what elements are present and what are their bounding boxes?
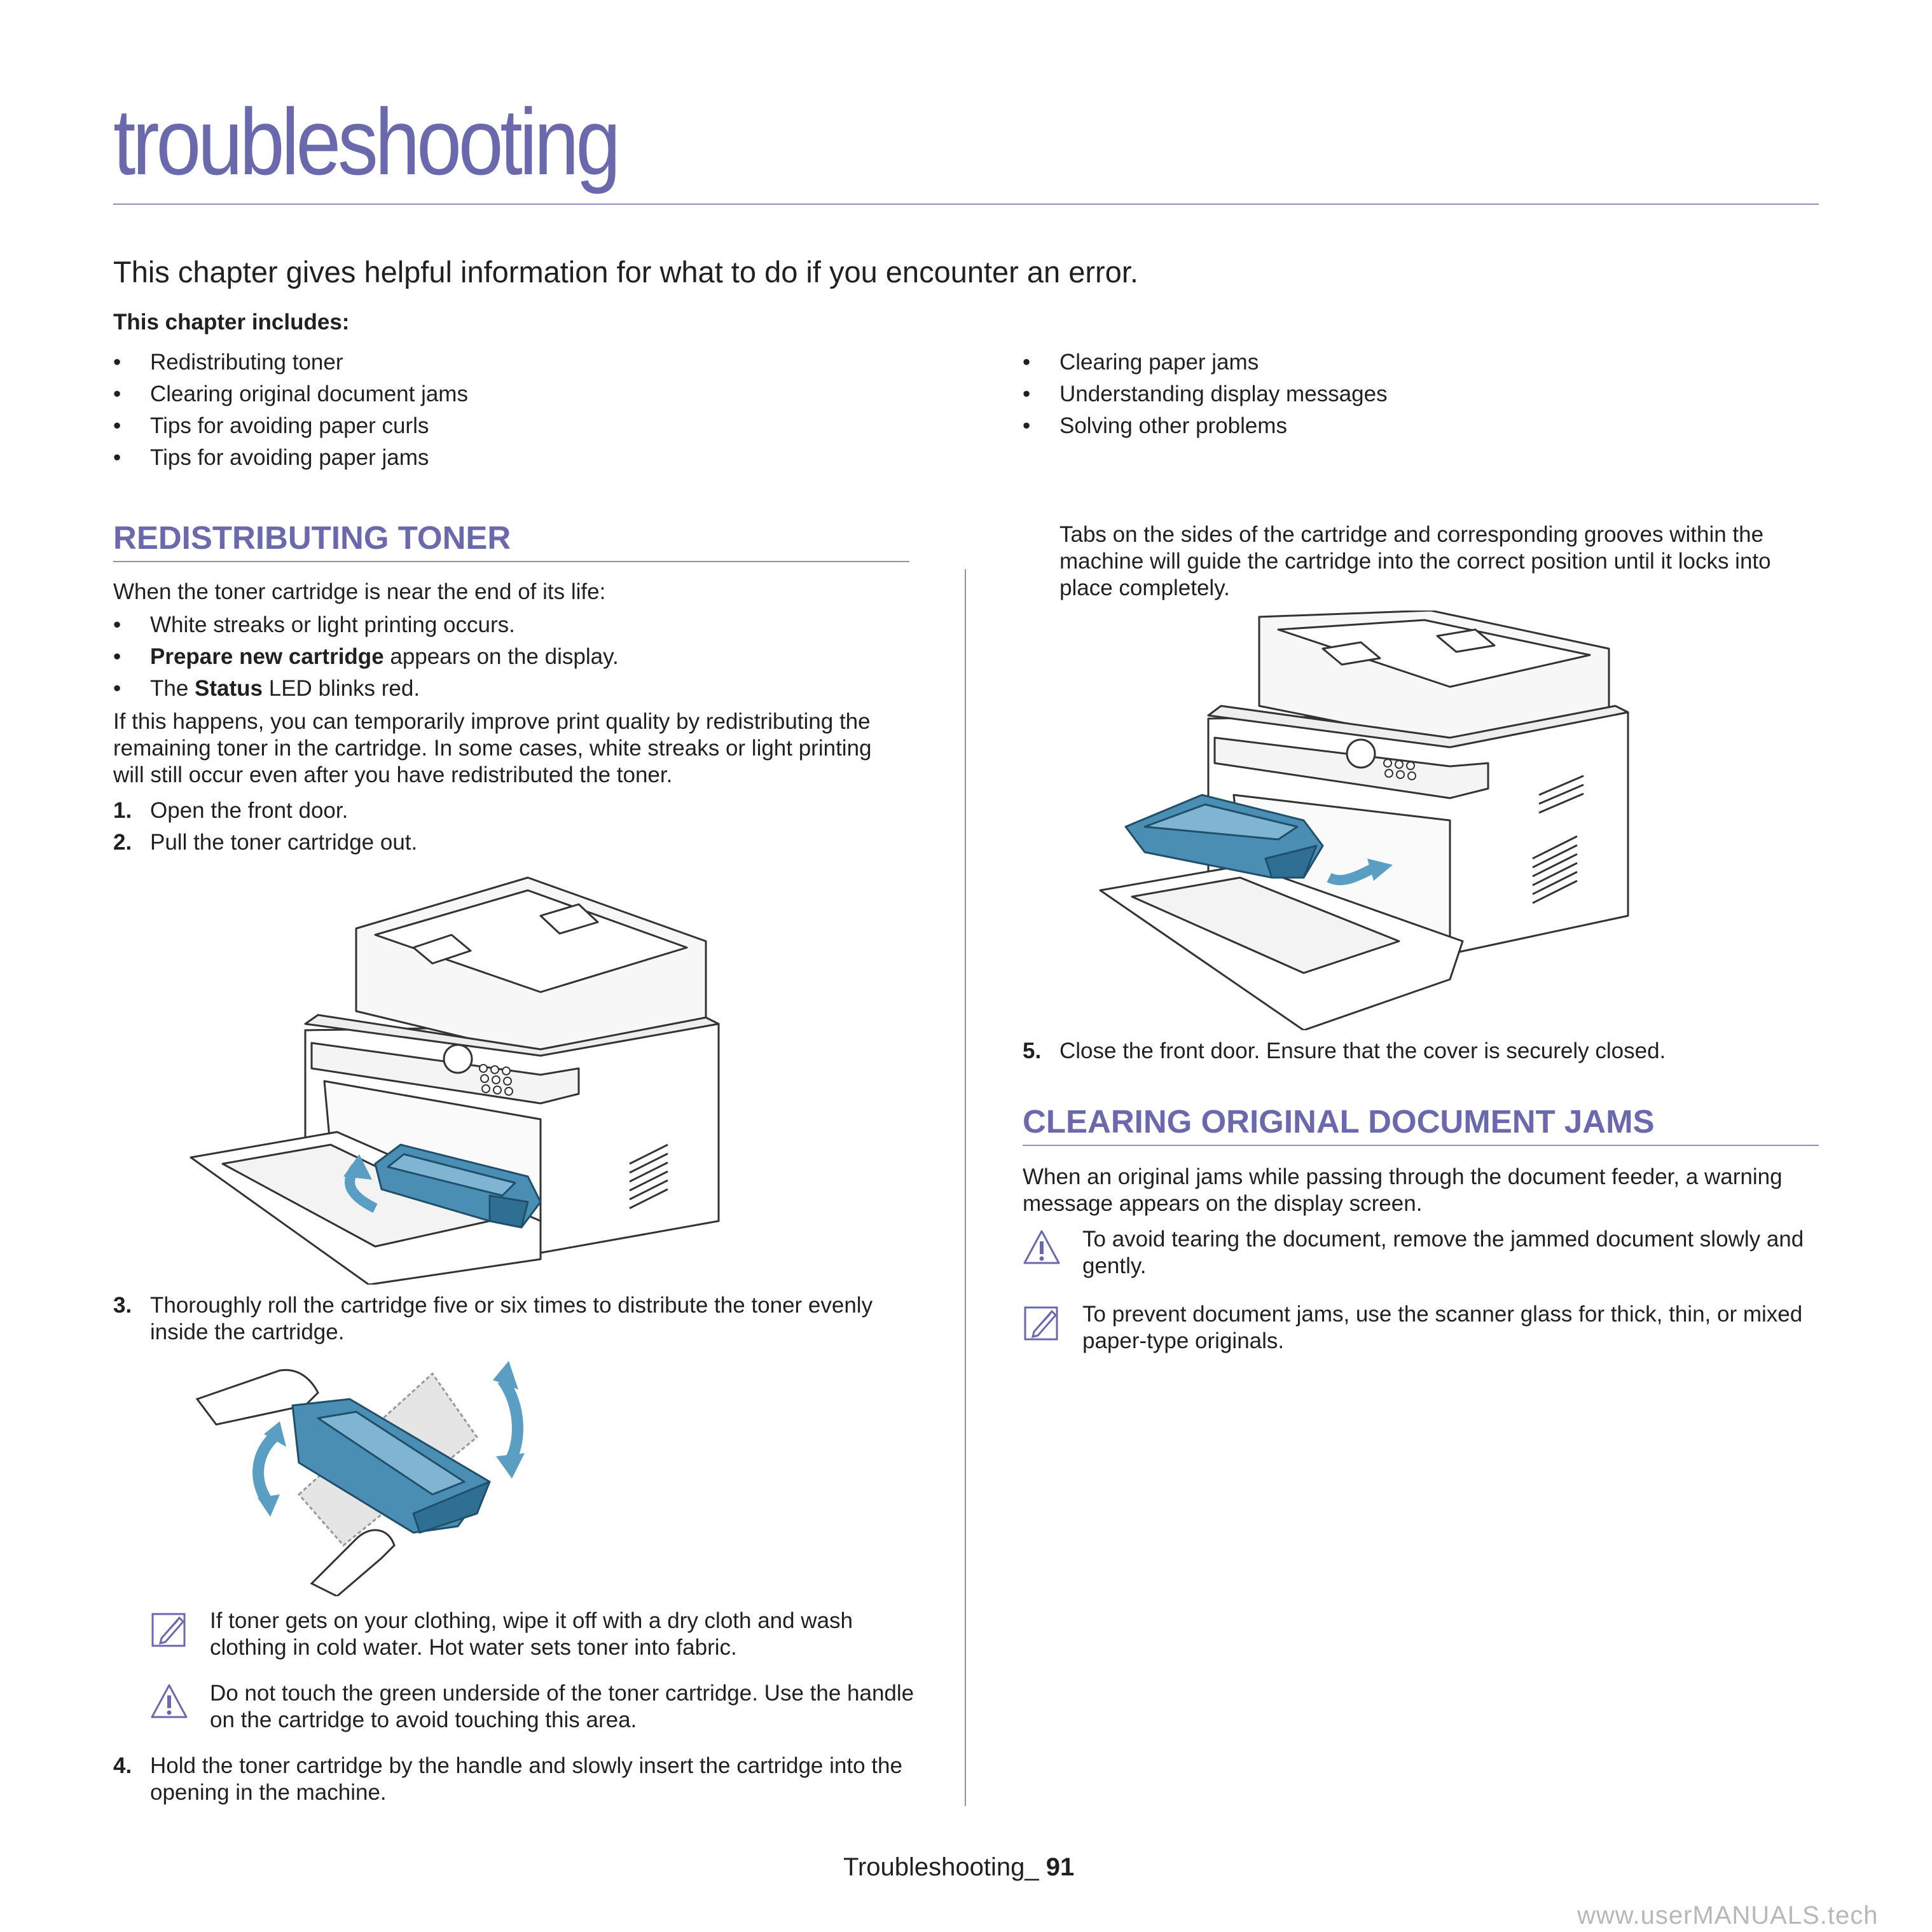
note-box-toner-clothing: If toner gets on your clothing, wipe it … [150, 1608, 920, 1661]
step-number: 5. [1023, 1038, 1042, 1063]
symptom-item: Prepare new cartridge appears on the dis… [113, 641, 914, 673]
insert-cartridge-illustration [1099, 611, 1629, 1030]
page-footer: Troubleshooting_ 91 [843, 1853, 1074, 1882]
note-icon [151, 1613, 186, 1647]
redistributing-paragraph: If this happens, you can temporarily imp… [113, 709, 872, 787]
caution-box-green-underside: Do not touch the green underside of the … [150, 1680, 920, 1734]
symptom-item: The Status LED blinks red. [113, 673, 914, 705]
caution-text: To avoid tearing the document, remove th… [1082, 1227, 1804, 1278]
section-rule [1023, 1145, 1819, 1146]
toc-item: Understanding display messages [1023, 378, 1786, 410]
toc-list-right: Clearing paper jams Understanding displa… [1023, 347, 1786, 442]
roll-cartridge-illustration [195, 1361, 525, 1596]
footer-label: Troubleshooting_ [843, 1853, 1039, 1881]
column-divider [965, 569, 966, 1806]
symptom-list: White streaks or light printing occurs. … [113, 609, 914, 705]
step-item: 3. Thoroughly roll the cartridge five or … [113, 1292, 914, 1346]
symptom-item: White streaks or light printing occurs. [113, 609, 914, 641]
warning-icon [1023, 1230, 1060, 1264]
step-text: Close the front door. Ensure that the co… [1059, 1038, 1666, 1063]
clearing-paragraph: When an original jams while passing thro… [1023, 1164, 1783, 1216]
symptom-text: The [150, 676, 195, 701]
watermark: www.userMANUALS.tech [1577, 1901, 1879, 1929]
toc-item: Clearing paper jams [1023, 347, 1786, 378]
step-text: Pull the toner cartridge out. [150, 830, 418, 855]
symptom-text: appears on the display. [383, 644, 619, 669]
toc-list-left: Redistributing toner Clearing original d… [113, 347, 972, 474]
step-4: 4. Hold the toner cartridge by the handle… [113, 1753, 914, 1806]
step-5: 5. Close the front door. Ensure that the … [1023, 1038, 1824, 1065]
toc-item: Clearing original document jams [113, 378, 972, 410]
toc-item: Solving other problems [1023, 410, 1786, 442]
chapter-title: troubleshooting [113, 90, 621, 195]
step-number: 1. [113, 798, 132, 823]
step-number: 2. [113, 830, 132, 855]
toc-item: Tips for avoiding paper curls [113, 410, 972, 442]
caution-box-tearing: To avoid tearing the document, remove th… [1023, 1226, 1824, 1280]
note-text: To prevent document jams, use the scanne… [1082, 1302, 1803, 1353]
printer-open-door-illustration [190, 876, 720, 1285]
page-number: 91 [1045, 1853, 1075, 1881]
redistributing-lead: When the toner cartridge is near the end… [113, 579, 606, 604]
step-text: Open the front door. [150, 798, 348, 823]
step-4-continued: Tabs on the sides of the cartridge and c… [1059, 522, 1771, 600]
display-message: Prepare new cartridge [150, 644, 384, 669]
symptom-text: LED blinks red. [263, 676, 420, 701]
step-item: 5. Close the front door. Ensure that the … [1023, 1038, 1824, 1065]
title-rule [113, 204, 1819, 205]
warning-icon [151, 1684, 188, 1718]
step-number: 4. [113, 1753, 132, 1778]
caution-text: Do not touch the green underside of the … [210, 1681, 914, 1732]
step-item: 1. Open the front door. [113, 797, 914, 824]
step-number: 3. [113, 1293, 132, 1318]
chapter-intro: This chapter gives helpful information f… [113, 255, 1138, 289]
step-3: 3. Thoroughly roll the cartridge five or … [113, 1292, 914, 1346]
section-heading-clearing: CLEARING ORIGINAL DOCUMENT JAMS [1023, 1103, 1655, 1140]
section-rule [113, 561, 909, 562]
step-item: 4. Hold the toner cartridge by the handle… [113, 1753, 914, 1806]
includes-heading: This chapter includes: [113, 310, 350, 335]
step-item: 2. Pull the toner cartridge out. [113, 829, 914, 856]
step-text: Thoroughly roll the cartridge five or si… [150, 1293, 873, 1344]
step-text: Hold the toner cartridge by the handle a… [150, 1753, 902, 1805]
note-box-scanner-glass: To prevent document jams, use the scanne… [1023, 1301, 1824, 1355]
led-name: Status [195, 676, 263, 701]
toc-item: Redistributing toner [113, 347, 972, 378]
note-icon [1024, 1306, 1058, 1341]
toc-item: Tips for avoiding paper jams [113, 442, 972, 474]
steps-1-2: 1. Open the front door. 2. Pull the toner … [113, 797, 914, 856]
note-text: If toner gets on your clothing, wipe it … [210, 1608, 853, 1660]
section-heading-redistributing: REDISTRIBUTING TONER [113, 520, 511, 556]
